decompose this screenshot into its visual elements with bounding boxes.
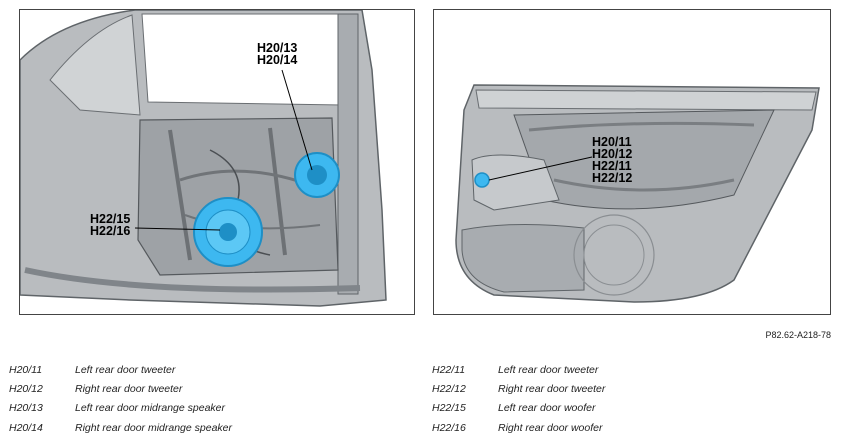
legend-description: Right rear door midrange speaker xyxy=(75,421,232,434)
legend-description: Right rear door tweeter xyxy=(498,382,606,395)
legend-row: H20/11 Left rear door tweeter xyxy=(9,360,232,379)
legend-left: H20/11 Left rear door tweeter H20/12 Rig… xyxy=(9,360,232,437)
legend-row: H22/16 Right rear door woofer xyxy=(432,418,605,437)
callout-label: H20/12 xyxy=(592,147,633,161)
legend-right: H22/11 Left rear door tweeter H22/12 Rig… xyxy=(432,360,605,437)
legend-code: H20/13 xyxy=(9,402,43,415)
tweeter-speaker-icon xyxy=(474,172,490,188)
callout-label: H22/16 xyxy=(90,224,131,238)
legend-row: H20/13 Left rear door midrange speaker xyxy=(9,399,232,418)
callout-tweeter: H20/11 H20/12 H22/11 H22/12 xyxy=(592,135,633,185)
callout-label: H22/15 xyxy=(90,212,131,226)
legend-description: Right rear door woofer xyxy=(498,421,603,434)
legend-row: H22/12 Right rear door tweeter xyxy=(432,379,605,398)
legend-description: Left rear door midrange speaker xyxy=(75,402,225,415)
legend-row: H20/14 Right rear door midrange speaker xyxy=(9,418,232,437)
callout-label: H20/13 xyxy=(257,41,298,55)
legend-description: Left rear door woofer xyxy=(498,402,596,415)
callout-woofer: H22/15 H22/16 xyxy=(90,212,131,238)
door-shell-illustration xyxy=(20,10,387,307)
legend-description: Left rear door tweeter xyxy=(75,363,176,376)
legend-code: H20/12 xyxy=(9,382,43,395)
legend-code: H22/16 xyxy=(432,421,466,434)
callout-label: H20/14 xyxy=(257,53,298,67)
callout-label: H20/11 xyxy=(592,135,632,149)
callout-midrange: H20/13 H20/14 xyxy=(257,41,298,67)
right-door-diagram: H20/11 H20/12 H22/11 H22/12 xyxy=(433,9,831,315)
callout-label: H22/11 xyxy=(592,159,632,173)
legend-code: H22/15 xyxy=(432,402,466,415)
callout-label: H22/12 xyxy=(592,171,633,185)
legend-code: H22/11 xyxy=(432,363,466,376)
legend-code: H20/14 xyxy=(9,421,43,434)
legend-row: H20/12 Right rear door tweeter xyxy=(9,379,232,398)
legend-code: H20/11 xyxy=(9,363,43,376)
legend-description: Left rear door tweeter xyxy=(498,363,599,376)
legend-description: Right rear door tweeter xyxy=(75,382,183,395)
legend-row: H22/11 Left rear door tweeter xyxy=(432,360,605,379)
legend-code: H22/12 xyxy=(432,382,466,395)
diagram-reference-code: P82.62-A218-78 xyxy=(765,330,831,340)
legend-row: H22/15 Left rear door woofer xyxy=(432,399,605,418)
left-door-diagram: H20/13 H20/14 H22/15 H22/16 xyxy=(19,9,415,315)
door-trim-illustration xyxy=(455,84,820,303)
